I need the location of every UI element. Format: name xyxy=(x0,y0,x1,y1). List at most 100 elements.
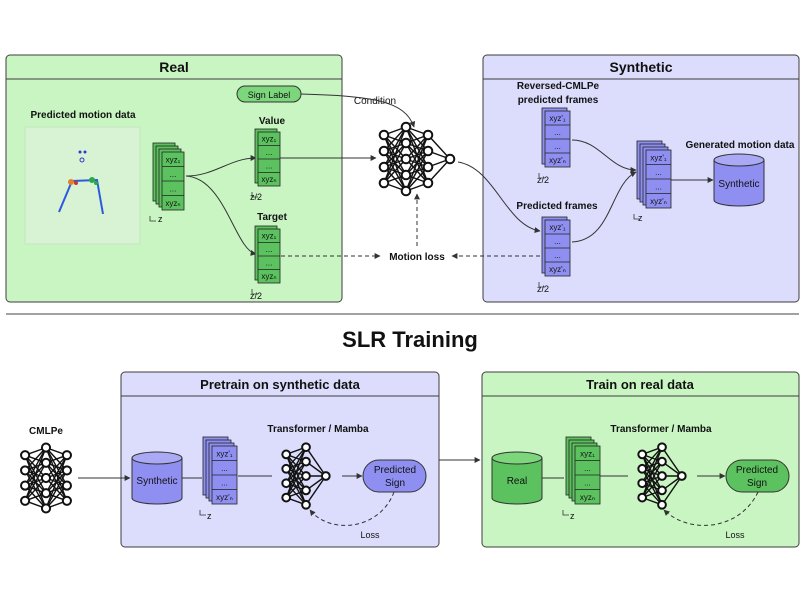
stack-cell-text: xyz₁ xyxy=(262,232,277,241)
stack-cell-text: ... xyxy=(221,478,228,487)
predicted-sign-left-2: Sign xyxy=(385,478,405,489)
stack-cell-text: ... xyxy=(655,168,662,177)
reversed-label-1: Reversed-CMLPe xyxy=(517,81,600,92)
stack-cell-text: ... xyxy=(221,464,228,473)
nn-node xyxy=(400,185,412,197)
stack-cell-text: ... xyxy=(554,142,561,151)
real-db-bottom xyxy=(491,451,543,505)
nn-node xyxy=(20,465,31,476)
nn-node xyxy=(301,471,311,481)
stack-cell-text: xyz₁ xyxy=(262,135,277,144)
nn-node xyxy=(657,499,667,510)
stack-cell-text: ... xyxy=(266,162,273,171)
stack-cell-text: xyzₙ xyxy=(580,493,595,502)
stack-cell-text: ... xyxy=(554,128,561,137)
stack-pretrain: xyz'₁......xyz'ₙ xyxy=(199,436,238,516)
stack-cell-text: ... xyxy=(266,245,273,254)
transformer-label-left: Transformer / Mamba xyxy=(267,424,369,435)
nn-node xyxy=(637,492,648,503)
stack-cell-text: ... xyxy=(584,478,591,487)
predicted-sign-right xyxy=(725,459,790,493)
nn-node xyxy=(281,478,292,489)
nn-node xyxy=(20,495,31,506)
nn-node xyxy=(400,137,412,149)
z2-label-target: z/2 xyxy=(250,291,262,301)
predicted-sign-left xyxy=(362,459,427,493)
cmlpe-label: CMLPe xyxy=(29,426,63,437)
nn-node xyxy=(657,471,667,481)
stack-cell-text: xyz'₁ xyxy=(549,114,566,123)
z-label-bottom-left: z xyxy=(207,511,212,521)
stack-cell-text: xyz'ₙ xyxy=(650,197,667,206)
nn-node xyxy=(301,499,311,510)
reversed-label-2: predicted frames xyxy=(518,95,599,106)
stack-cell-text: xyzₙ xyxy=(261,175,276,184)
neural-networks xyxy=(20,121,687,514)
stack-cell-text: ... xyxy=(655,182,662,191)
nn-node xyxy=(657,456,667,467)
nn-node xyxy=(61,480,72,491)
predicted-sign-left-1: Predicted xyxy=(374,465,416,476)
train-title: Train on real data xyxy=(586,377,694,392)
stack-merged: xyz'₁......xyz'ₙ xyxy=(633,140,672,220)
nn-node xyxy=(281,492,292,503)
nn-node xyxy=(40,488,52,499)
pretrain-title: Pretrain on synthetic data xyxy=(200,377,360,392)
nn-node xyxy=(378,161,390,173)
loss-label-left: Loss xyxy=(360,530,380,540)
nn-node xyxy=(378,177,390,189)
cmlpe-nn-icon xyxy=(20,442,72,514)
nn-node xyxy=(301,485,311,496)
nn-node xyxy=(40,442,52,453)
stack-cell-text: xyz'₁ xyxy=(216,449,233,458)
motion-data-image xyxy=(24,126,141,245)
synthetic-db-bottom-label: Synthetic xyxy=(136,476,177,487)
nn-node xyxy=(20,450,31,461)
stack-cell-text: ... xyxy=(584,464,591,473)
stack-cell-text: xyz'ₙ xyxy=(549,265,566,274)
stack-cell-text: ... xyxy=(170,170,177,179)
nn-node xyxy=(637,449,648,460)
nn-node xyxy=(301,456,311,467)
stack-value: xyz₁......xyzₙ xyxy=(251,128,281,198)
nn-node xyxy=(657,442,667,453)
nn-node xyxy=(61,495,72,506)
stack-cell-text: xyz₁ xyxy=(580,449,595,458)
stack-cell-text: xyz'ₙ xyxy=(549,156,566,165)
train-panel xyxy=(481,371,800,548)
nn-node xyxy=(378,145,390,157)
stack-reversed: xyz'₁...... xyz'ₙ xyxy=(538,107,571,179)
generated-label: Generated motion data xyxy=(686,140,795,151)
z2-label-predicted: z/2 xyxy=(537,284,549,294)
value-label: Value xyxy=(259,116,286,127)
nn-node xyxy=(40,472,52,484)
target-label: Target xyxy=(257,212,287,223)
condition-label: Condition xyxy=(354,96,396,107)
stack-cell-text: xyzₙ xyxy=(165,199,180,208)
stack-cell-text: ... xyxy=(554,237,561,246)
nn-top-icon xyxy=(378,121,456,197)
z-label-bottom-right: z xyxy=(570,511,575,521)
loss-label-right: Loss xyxy=(725,530,745,540)
nn-node xyxy=(422,129,434,141)
nn-node xyxy=(320,471,331,481)
synthetic-db-top-label: Synthetic xyxy=(718,179,759,190)
nn-node xyxy=(400,121,412,133)
nn-node xyxy=(400,153,412,165)
stack-input-real: xyz₁......xyzₙ xyxy=(149,142,185,222)
z-label-input: z xyxy=(158,214,163,224)
sign-label-text: Sign Label xyxy=(248,90,291,100)
transformer-left-icon xyxy=(281,442,331,510)
nn-node xyxy=(40,457,52,468)
predicted-sign-right-1: Predicted xyxy=(736,465,778,476)
nn-node xyxy=(422,177,434,189)
stack-predicted: xyz'₁......xyz'ₙ xyxy=(538,216,571,288)
stack-cell-text: xyz'₁ xyxy=(549,223,566,232)
z2-label-reversed: z/2 xyxy=(537,175,549,185)
synthetic-db-bottom xyxy=(131,451,183,505)
nn-node xyxy=(637,478,648,489)
real-db-bottom-label: Real xyxy=(507,476,528,487)
synthetic-db-top xyxy=(713,153,765,207)
nn-node xyxy=(378,129,390,141)
